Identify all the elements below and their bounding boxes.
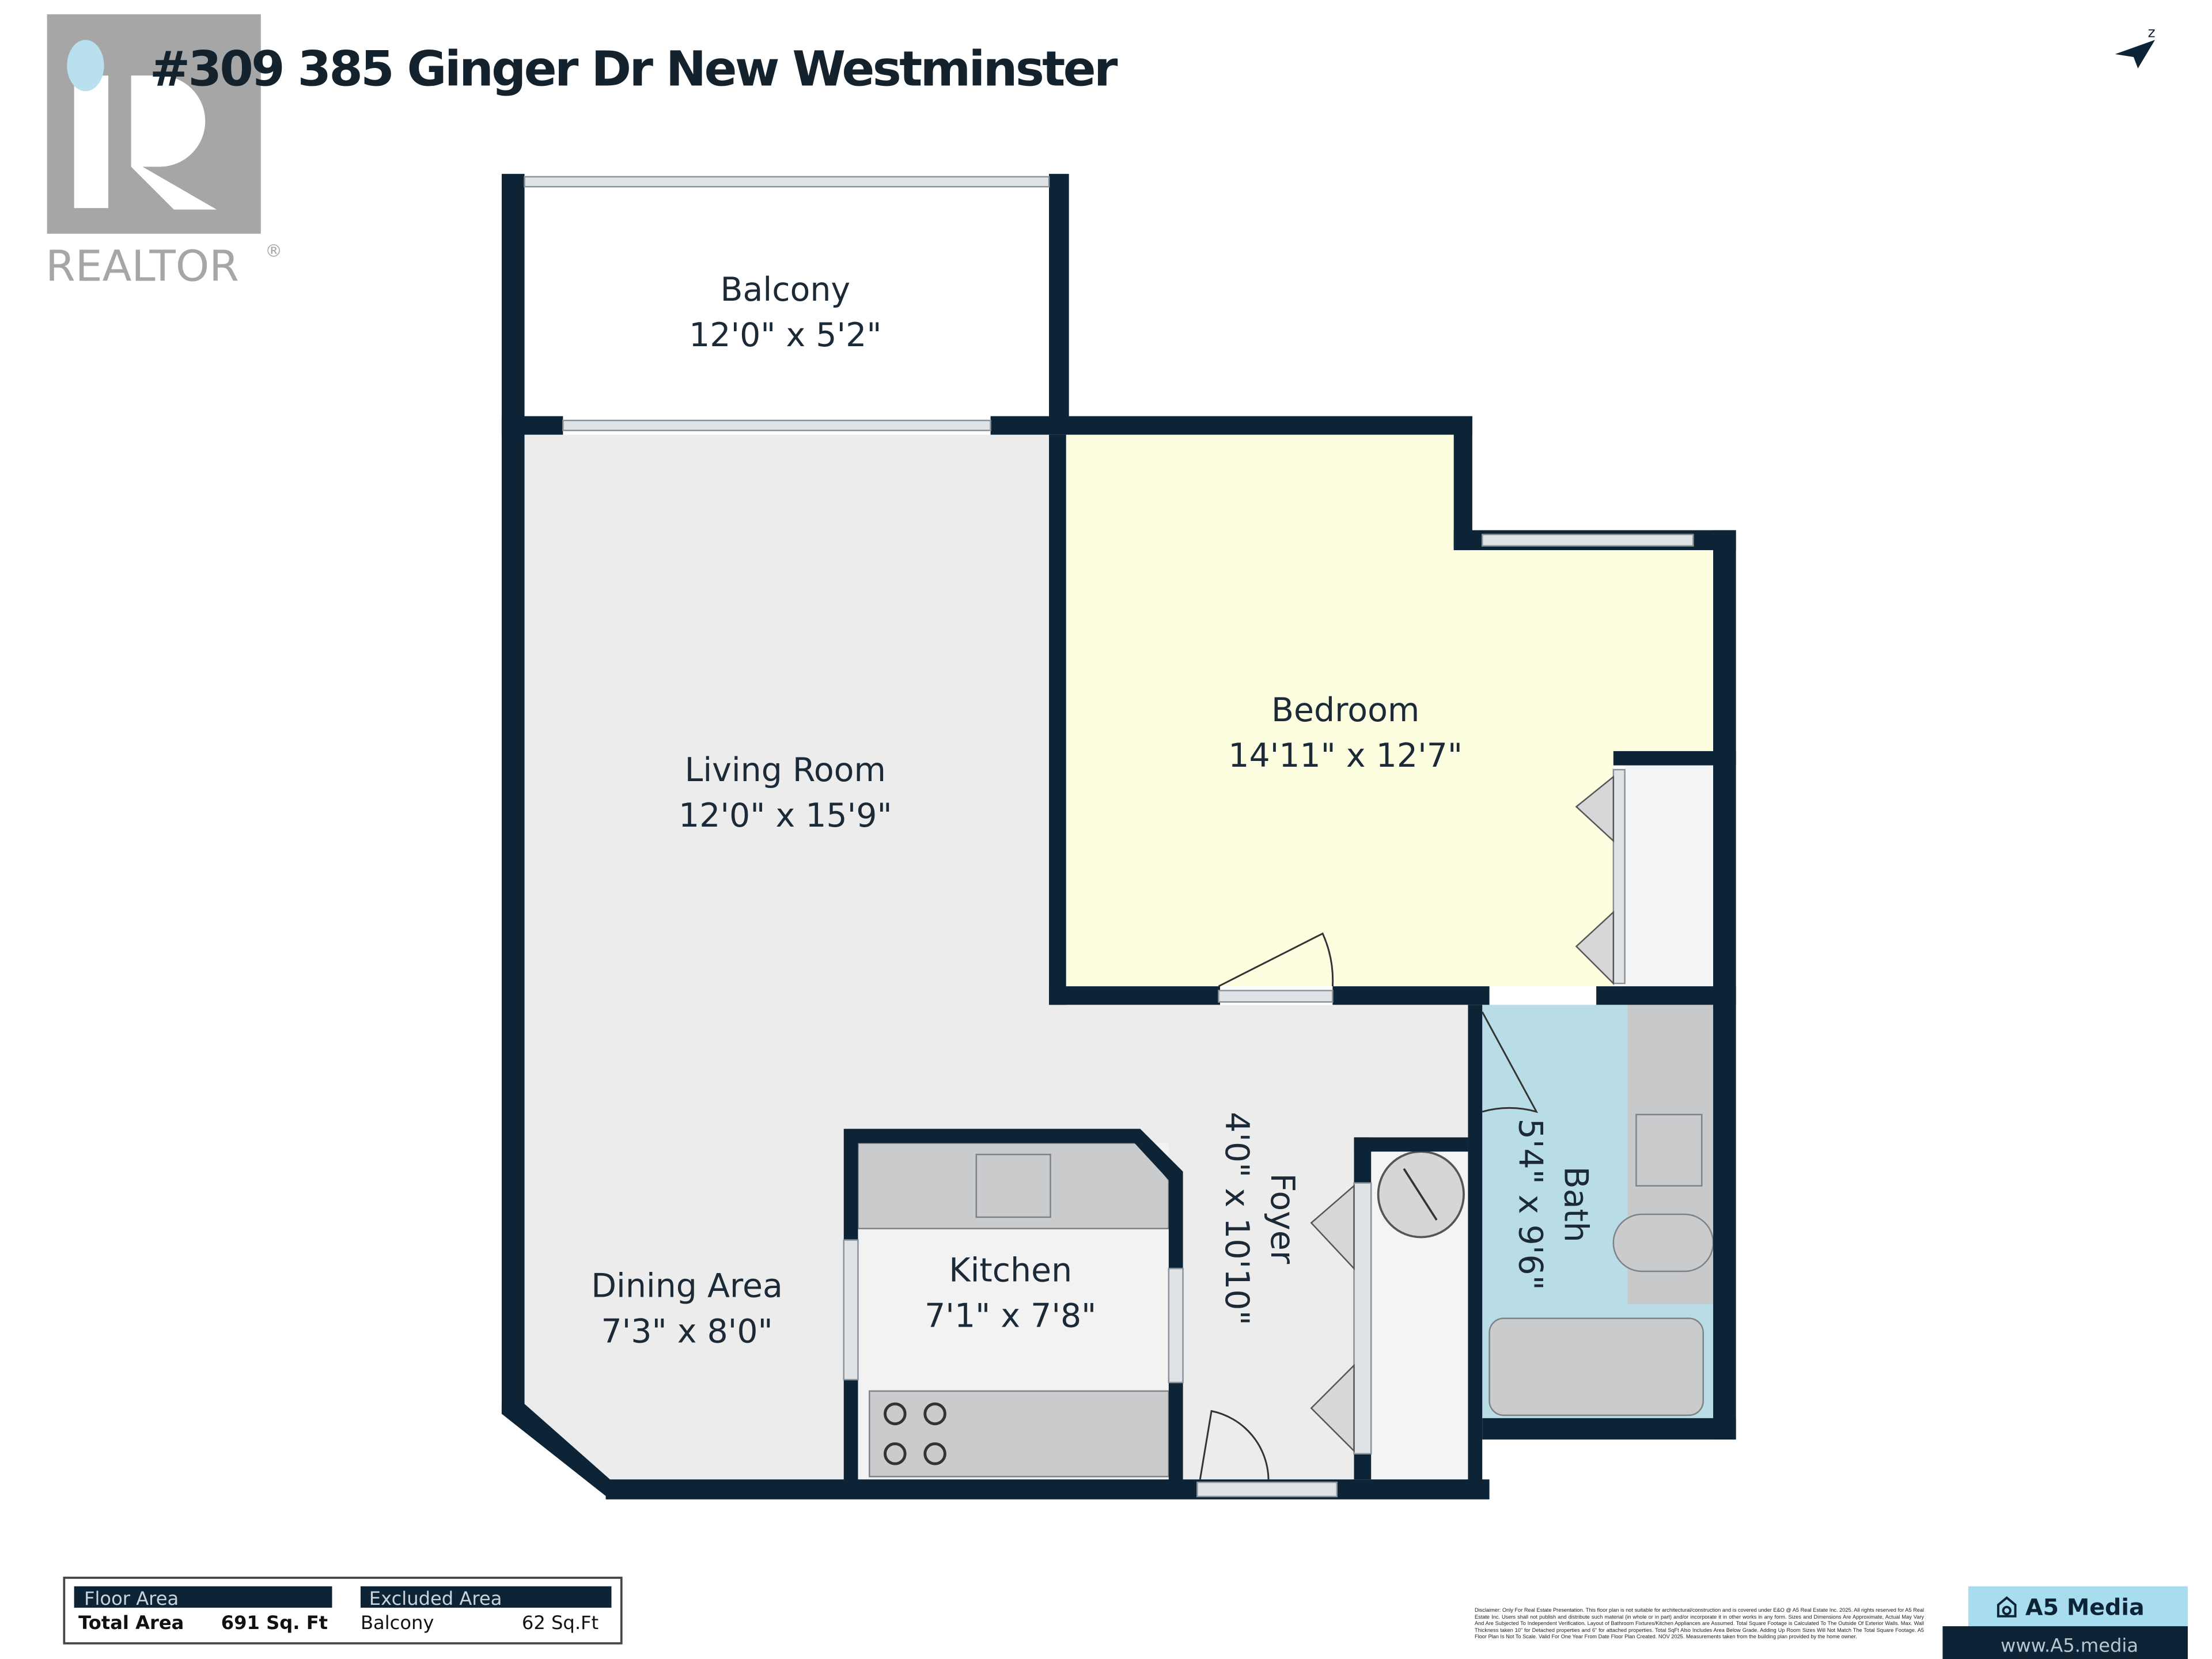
area-table: Floor Area Excluded Area Total Area 691 …: [63, 1577, 623, 1645]
room-size-balcony: 12'0" x 5'2": [689, 316, 881, 354]
svg-text:z: z: [2148, 24, 2156, 40]
a5-media-logo: A5 Media www.A5.media: [1942, 1586, 2188, 1659]
room-name-living-room: Living Room: [685, 751, 886, 789]
room-name-foyer: Foyer: [1263, 1173, 1301, 1264]
location-pin-icon: [67, 40, 104, 92]
room-size-kitchen: 7'1" x 7'8": [925, 1297, 1096, 1335]
brand-name: A5 Media: [2025, 1594, 2145, 1620]
room-name-bath: Bath: [1557, 1166, 1595, 1243]
bathtub-icon: [1488, 1317, 1704, 1416]
page-title: #309 385 Ginger Dr New Westminster: [150, 40, 1118, 97]
total-area-label: Total Area: [78, 1612, 184, 1634]
sliding-door: [562, 419, 991, 431]
room-size-bath: 5'4" x 9'6": [1512, 1119, 1550, 1290]
excluded-area-header: Excluded Area: [369, 1588, 502, 1609]
realtor-logo: REALTOR ®: [46, 14, 282, 291]
sink-icon: [1635, 1113, 1703, 1187]
excluded-balcony-label: Balcony: [361, 1612, 434, 1634]
total-area-value: 691 Sq. Ft: [221, 1612, 328, 1634]
compass-arrow-icon: z: [2115, 24, 2156, 69]
room-size-dining-area: 7'3" x 8'0": [601, 1313, 772, 1351]
toilet-icon: [1612, 1213, 1714, 1272]
svg-text:®: ®: [265, 241, 282, 261]
disclaimer-text: Disclaimer: Only For Real Estate Present…: [1475, 1607, 1924, 1639]
bedroom-area: [1066, 434, 1714, 987]
floor-area-header: Floor Area: [84, 1588, 179, 1609]
excluded-balcony-value: 62 Sq.Ft: [522, 1612, 599, 1634]
room-size-foyer: 4'0" x 10'10": [1218, 1112, 1256, 1325]
room-name-bedroom: Bedroom: [1271, 691, 1419, 729]
room-name-dining-area: Dining Area: [591, 1267, 783, 1305]
room-size-living-room: 12'0" x 15'9": [679, 797, 892, 835]
closet-area: [1624, 765, 1714, 987]
living-room-area: [524, 434, 1468, 1480]
walls: [501, 173, 1736, 1499]
realtor-logo-text: REALTOR: [46, 241, 239, 291]
room-name-balcony: Balcony: [721, 271, 851, 309]
room-size-bedroom: 14'11" x 12'7": [1228, 737, 1463, 775]
room-name-kitchen: Kitchen: [949, 1251, 1072, 1289]
brand-url: www.A5.media: [2001, 1635, 2138, 1657]
camera-house-icon: [1997, 1596, 2017, 1618]
door-swing: [1218, 932, 1334, 987]
stove-icon: [884, 1402, 946, 1465]
